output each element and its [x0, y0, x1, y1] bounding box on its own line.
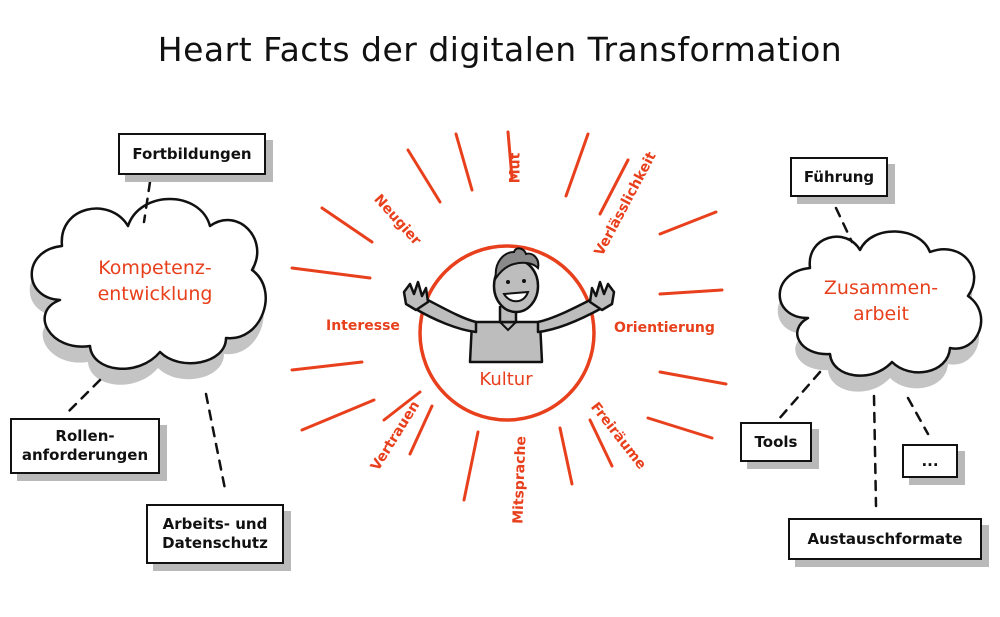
sun-rays — [290, 130, 728, 502]
cloud-label-line: arbeit — [853, 302, 909, 325]
connector-fuehrung — [834, 206, 854, 244]
box-tools: Tools — [740, 422, 812, 462]
box-austauschformate: Austauschformate — [788, 518, 982, 560]
cloud-label-zusammenarbeit: Zusammen- arbeit — [786, 276, 976, 327]
cloud-label-line: Zusammen- — [823, 277, 939, 299]
connector-rollen — [64, 378, 102, 416]
box-fuehrung: Führung — [790, 157, 888, 197]
page-title: Heart Facts der digitalen Transformation — [157, 30, 843, 69]
core-label-kultur: Kultur — [479, 369, 533, 390]
ray — [408, 404, 434, 456]
left-cloud — [29, 197, 267, 385]
box-more: ... — [902, 444, 958, 478]
ray — [290, 266, 372, 280]
box-line: anforderungen — [21, 446, 149, 464]
box-line: Arbeits- und — [162, 515, 268, 534]
value-mut: Mut — [507, 152, 524, 184]
box-rollenanforderungen: Rollen- anforderungen — [10, 418, 160, 474]
value-orientierung: Orientierung — [614, 320, 715, 336]
person-figure — [402, 247, 616, 364]
connector-fortbildungen — [142, 180, 152, 224]
ray — [462, 430, 480, 502]
ray — [658, 288, 724, 296]
ray — [558, 426, 574, 486]
connector-austausch — [872, 394, 878, 508]
ray — [598, 158, 630, 216]
ray — [300, 398, 376, 432]
kultur-circle — [418, 244, 596, 422]
ray — [382, 390, 422, 422]
ray — [646, 416, 714, 440]
connector-tools — [776, 370, 822, 422]
box-fortbildungen: Fortbildungen — [118, 133, 266, 175]
cloud-label-line: Kompetenz- — [98, 257, 212, 279]
value-interesse: Interesse — [326, 318, 400, 334]
value-mitsprache: Mitsprache — [510, 435, 530, 525]
box-line: Datenschutz — [162, 534, 268, 552]
ray — [320, 206, 374, 244]
ray — [406, 148, 442, 204]
box-line: Rollen- — [55, 427, 115, 446]
ray — [658, 370, 728, 386]
cloud-label-line: entwicklung — [97, 282, 213, 305]
connectors — [64, 180, 930, 508]
box-arbeits-und-datenschutz: Arbeits- und Datenschutz — [146, 504, 284, 564]
right-cloud — [777, 230, 983, 392]
ray — [564, 132, 590, 198]
ray — [506, 130, 514, 180]
ray — [290, 360, 364, 372]
ray — [658, 210, 718, 236]
connector-arbeits — [204, 392, 228, 496]
connector-more — [906, 396, 930, 436]
ray — [454, 132, 474, 192]
ray — [588, 418, 614, 468]
cloud-label-kompetenzentwicklung: Kompetenz- entwicklung — [60, 256, 250, 307]
